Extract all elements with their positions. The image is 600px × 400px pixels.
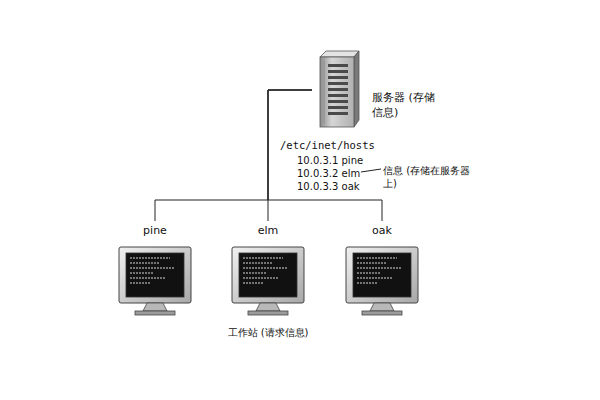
server-label: 服务器 (存储信息)	[372, 90, 444, 120]
network-link	[155, 90, 312, 221]
workstation-node: elm	[230, 221, 306, 319]
callout-note: 信息 (存储在服务器上)	[383, 164, 483, 190]
monitor-icon	[344, 245, 420, 317]
host-entry: 10.0.3.2 elm	[297, 167, 387, 180]
workstation-node: oak	[344, 221, 420, 319]
group-caption: 工作站 (请求信息)	[226, 326, 310, 339]
server-node: 服务器 (存储信息)	[312, 50, 360, 128]
monitor-icon	[230, 245, 306, 317]
workstation-node: pine	[117, 221, 193, 319]
host-entry: 10.0.3.1 pine	[297, 154, 387, 167]
leader-line	[361, 169, 381, 172]
host-entry: 10.0.3.3 oak	[297, 180, 387, 193]
host-name: pine	[117, 223, 193, 238]
host-name: oak	[344, 223, 420, 238]
file-path: /etc/inet/hosts	[280, 139, 390, 152]
host-name: elm	[230, 223, 306, 238]
server-icon	[312, 50, 360, 128]
monitor-icon	[117, 245, 193, 317]
